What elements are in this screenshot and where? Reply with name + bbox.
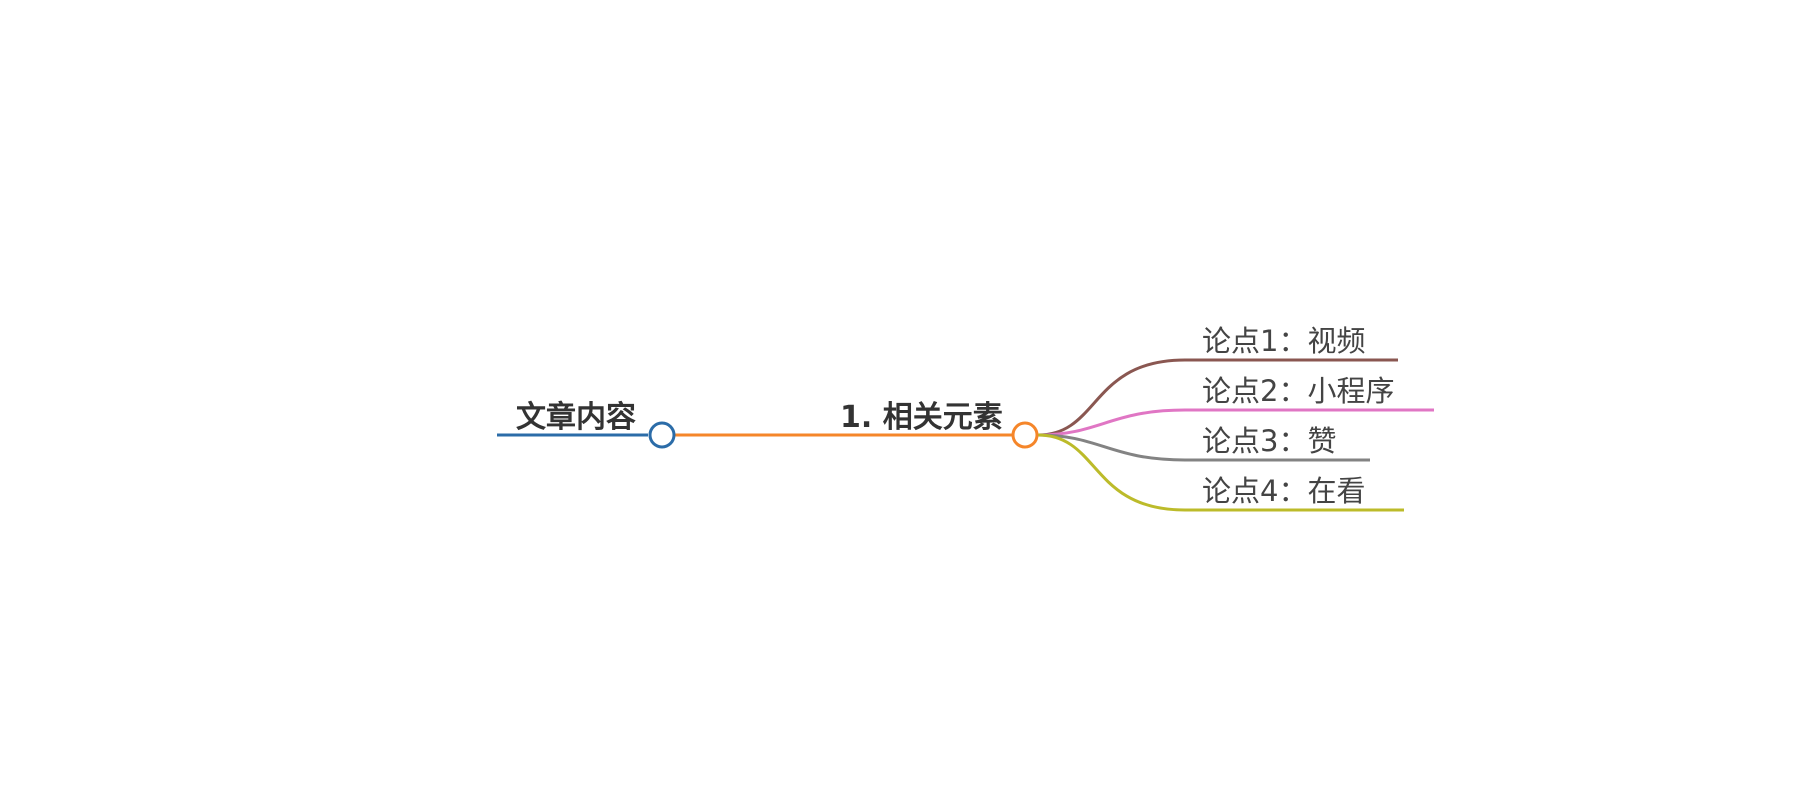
leaf-node-1[interactable]: 论点1：视频 — [1202, 324, 1365, 358]
leaf-node-3[interactable]: 论点3：赞 — [1202, 424, 1336, 458]
root-node[interactable]: 文章内容 — [497, 400, 648, 437]
leaf-node-2[interactable]: 论点2：小程序 — [1202, 374, 1394, 408]
leaf-connector-4 — [1037, 433, 1404, 512]
leaf-label-2: 论点2：小程序 — [1202, 374, 1394, 408]
leaf-connector-2 — [1037, 408, 1434, 437]
leaf-node-4[interactable]: 论点4：在看 — [1202, 474, 1365, 508]
root-label: 文章内容 — [516, 400, 636, 435]
section-open-circle-icon[interactable] — [1011, 421, 1039, 449]
leaf-label-1: 论点1：视频 — [1202, 324, 1365, 358]
section-node[interactable]: 1. 相关元素 — [840, 400, 1003, 435]
leaf-connector-1 — [1037, 358, 1398, 437]
leaf-connector-3 — [1037, 433, 1370, 462]
section-label: 1. 相关元素 — [840, 400, 1003, 435]
leaf-label-3: 论点3：赞 — [1202, 424, 1336, 458]
leaf-branches — [1037, 358, 1434, 512]
root-open-circle-icon[interactable] — [648, 421, 676, 449]
leaf-label-4: 论点4：在看 — [1202, 474, 1365, 508]
